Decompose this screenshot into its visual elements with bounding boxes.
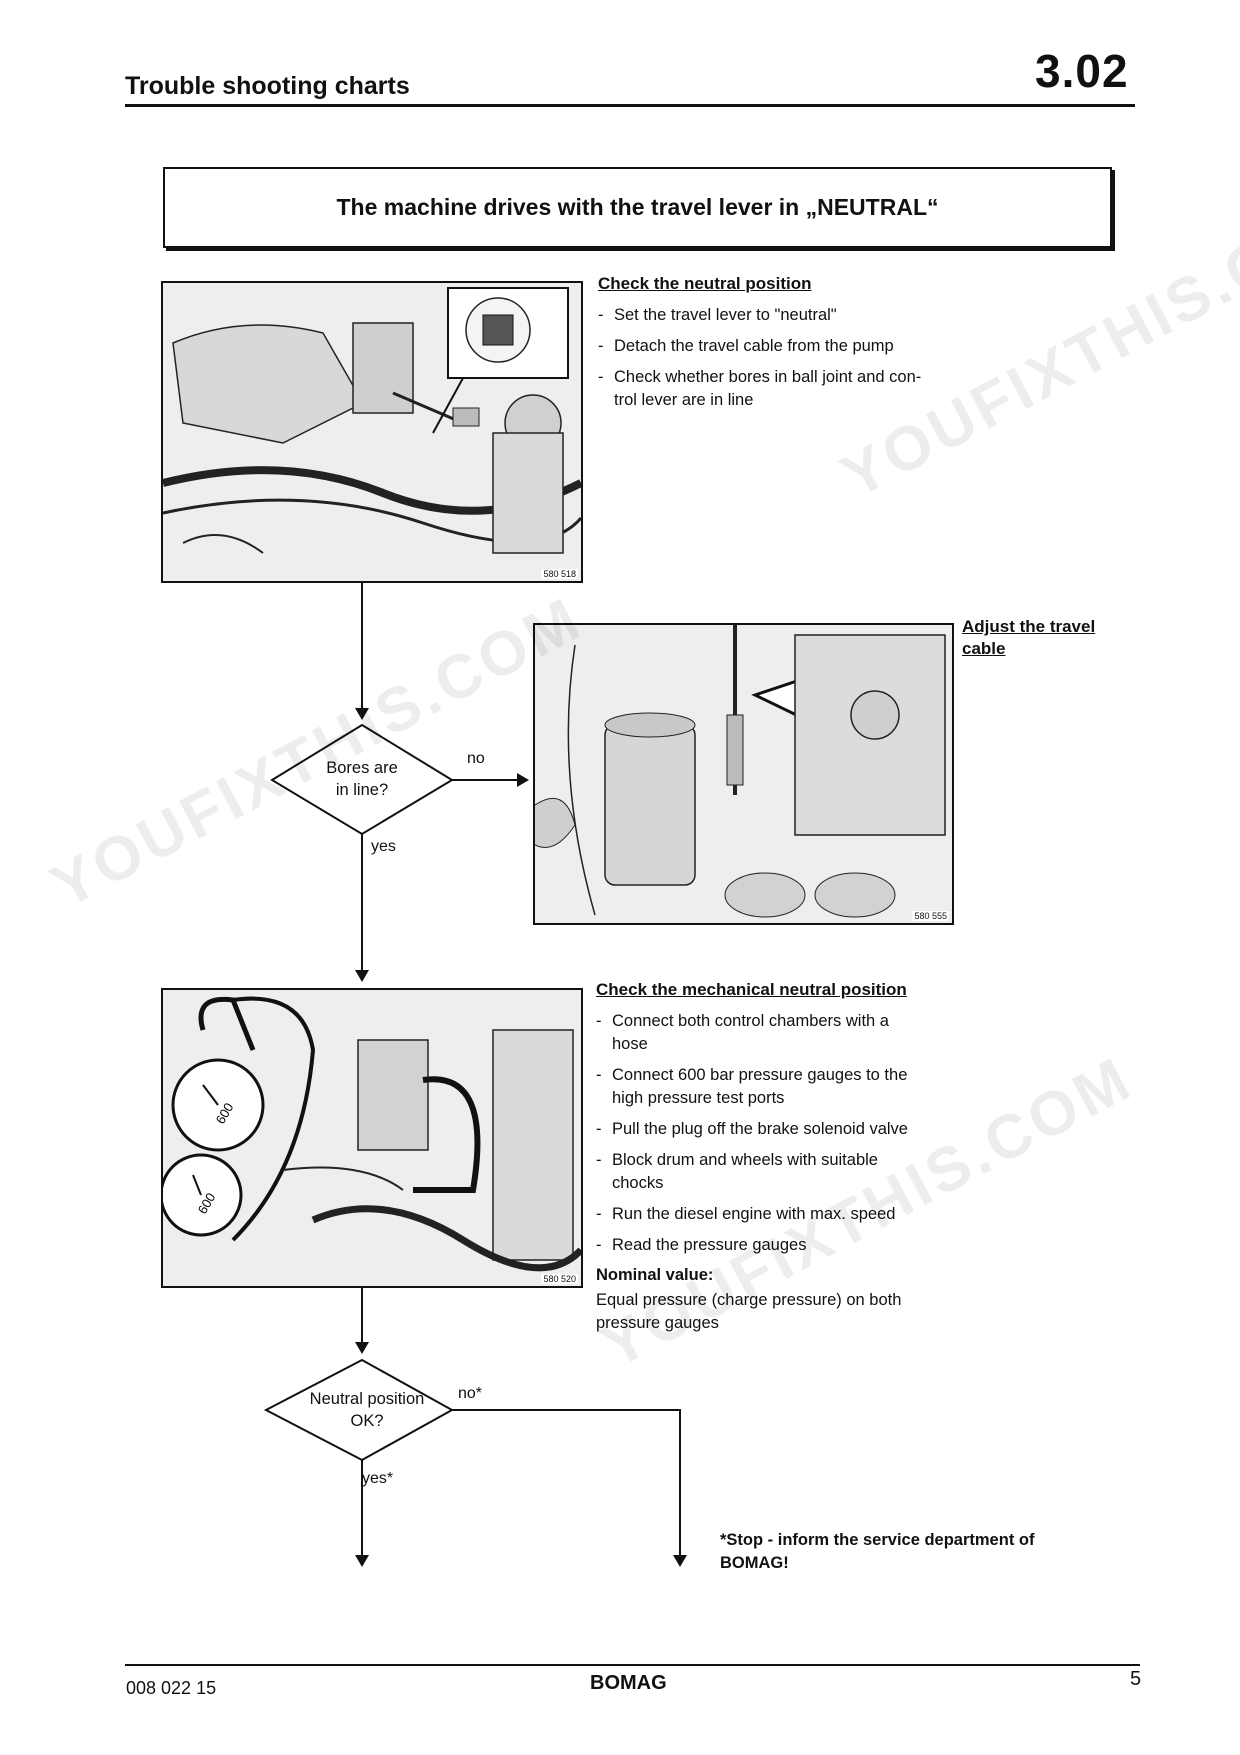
list-item: Run the diesel engine with max. speed <box>596 1203 976 1226</box>
photo-mechanical-neutral: 600 600 580 520 <box>161 988 583 1288</box>
list-item: Check whether bores in ball joint and co… <box>598 366 968 412</box>
decision1-question: Bores are in line? <box>326 759 398 799</box>
list-item: Connect 600 bar pressure gauges to the h… <box>596 1064 976 1110</box>
adjust-heading: Adjust the travel cable <box>962 617 1096 658</box>
document-number: 008 022 15 <box>126 1678 217 1698</box>
decision1-yes-label: yes <box>371 838 396 855</box>
photo-number: 580 518 <box>541 569 578 579</box>
list-item: Read the pressure gauges <box>596 1234 976 1257</box>
photo-travel-cable: 580 555 <box>533 623 954 925</box>
step1-list: Set the travel lever to "neutral" Detach… <box>598 304 968 420</box>
list-item: Detach the travel cable from the pump <box>598 335 968 358</box>
photo-neutral-position: 580 518 <box>161 281 583 583</box>
stop-note: *Stop - inform the service department of… <box>720 1531 1035 1572</box>
photo-number: 580 555 <box>912 911 949 921</box>
nominal-text: Equal pressure (charge pressure) on both… <box>596 1291 902 1332</box>
step2-heading: Check the mechanical neutral position <box>596 980 907 999</box>
header-rule <box>125 104 1135 107</box>
chart-title-box: The machine drives with the travel lever… <box>163 167 1112 248</box>
decision2-no-label: no* <box>458 1385 483 1402</box>
travel-cable-illustration <box>535 625 952 923</box>
step2-list: Connect both control chambers with a hos… <box>596 1010 976 1265</box>
pressure-gauges-illustration: 600 600 <box>163 990 581 1286</box>
photo-number: 580 520 <box>541 1274 578 1284</box>
list-item: Pull the plug off the brake solenoid val… <box>596 1118 976 1141</box>
decision2-yes-label: yes* <box>362 1470 394 1487</box>
list-item: Connect both control chambers with a hos… <box>596 1010 976 1056</box>
list-item: Set the travel lever to "neutral" <box>598 304 968 327</box>
arrow-no-2 <box>452 1409 687 1567</box>
pump-linkage-illustration <box>163 283 581 581</box>
section-title: Trouble shooting charts <box>125 72 410 100</box>
brand-name: BOMAG <box>590 1672 667 1694</box>
list-item: Block drum and wheels with suitable choc… <box>596 1149 976 1195</box>
page-code: 3.02 <box>1035 45 1129 97</box>
decision1-no-label: no <box>467 750 485 767</box>
nominal-label: Nominal value: <box>596 1266 714 1284</box>
step1-heading: Check the neutral position <box>598 274 812 293</box>
chart-title: The machine drives with the travel lever… <box>336 194 939 220</box>
page-number: 5 <box>1130 1668 1142 1690</box>
decision2-question: Neutral position OK? <box>309 1390 425 1430</box>
footer-rule <box>125 1664 1140 1666</box>
